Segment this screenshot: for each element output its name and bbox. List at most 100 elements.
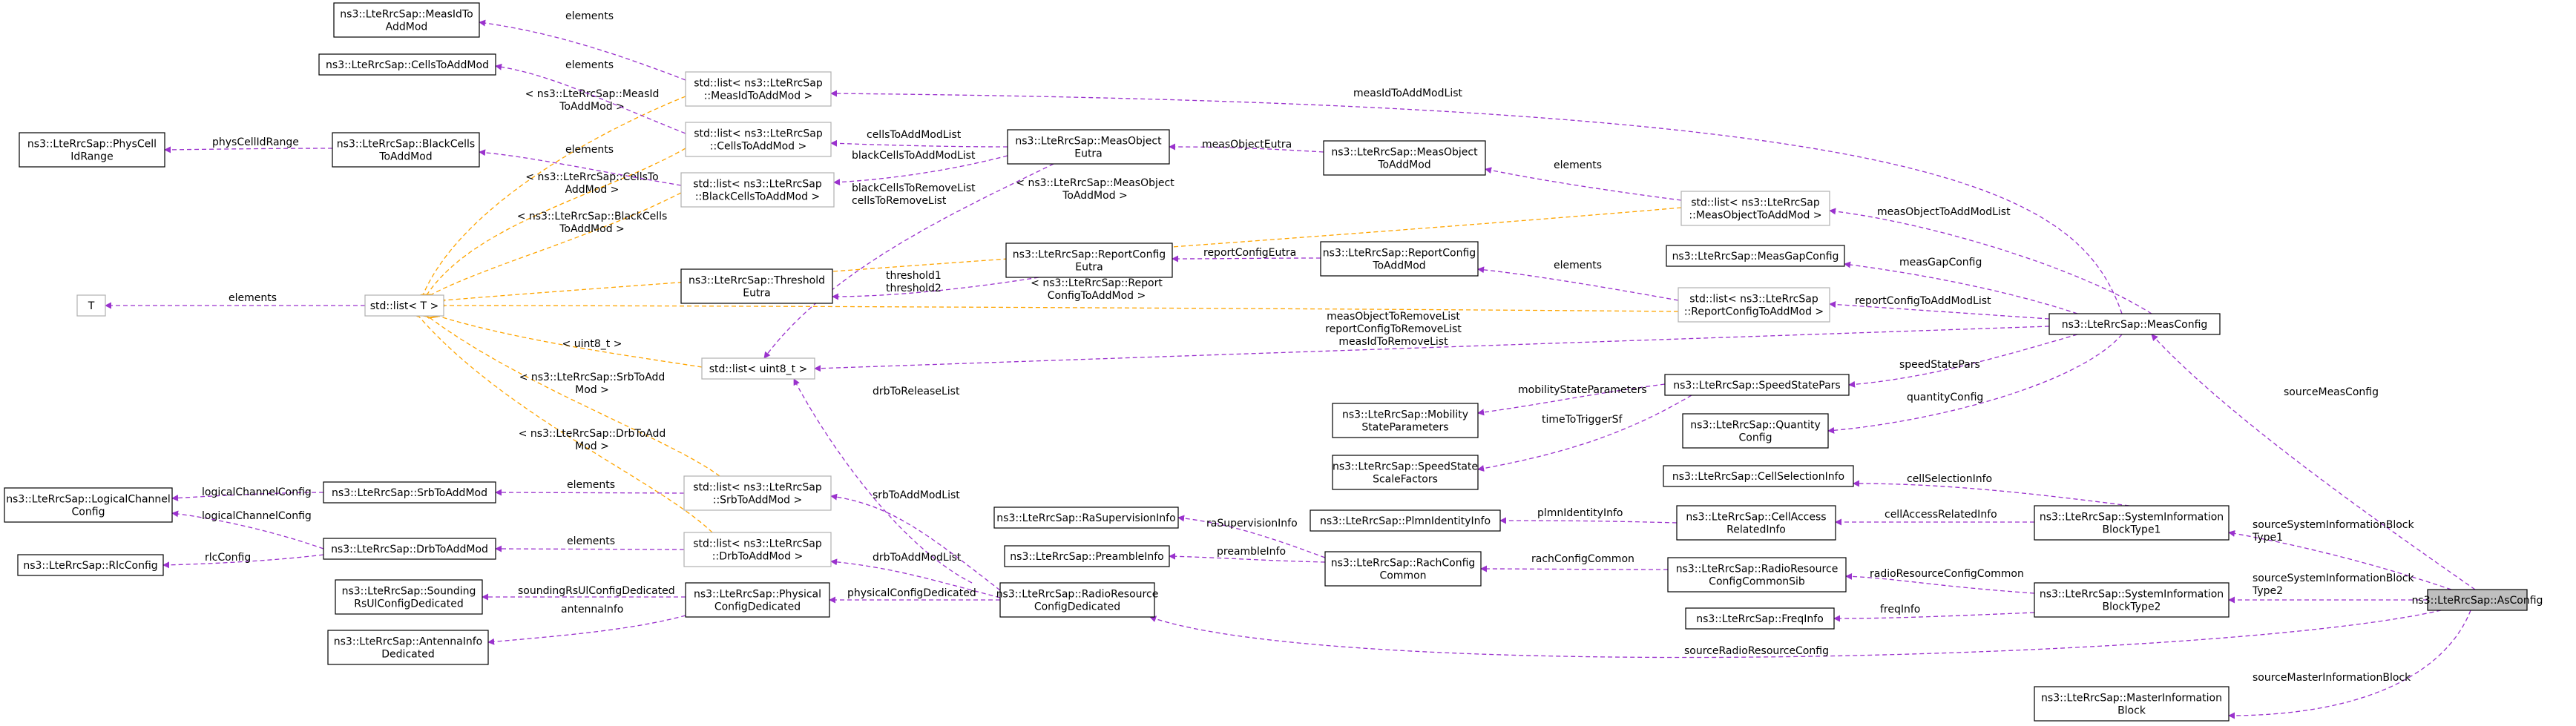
edge-label: speedStatePars	[1899, 359, 1980, 371]
node-box	[685, 122, 832, 157]
node-meas-gap-config[interactable]: ns3::LteRrcSap::MeasGapConfig	[1666, 245, 1845, 267]
edge-line	[833, 155, 1008, 186]
node-list-uint8[interactable]: std::list< uint8_t >	[701, 357, 815, 380]
node-list-t[interactable]: std::list< T >	[364, 294, 444, 317]
node-sounding-rs-ul-config-dedicated[interactable]: ns3::LteRrcSap::SoundingRsUlConfigDedica…	[335, 579, 483, 615]
template-edge-list-drb-to-add-mod: < ns3::LteRrcSap::DrbToAddMod >	[418, 316, 713, 533]
node-label: ns3::LteRrcSap::FreqInfo	[1696, 613, 1824, 625]
edge-label: logicalChannelConfig	[202, 486, 312, 498]
node-meas-config[interactable]: ns3::LteRrcSap::MeasConfig	[2048, 313, 2221, 335]
node-list-drb-to-add-mod[interactable]: std::list< ns3::LteRrcSap::DrbToAddMod >	[683, 532, 832, 567]
node-label: ns3::LteRrcSap::Quantity	[1690, 420, 1821, 432]
node-box	[701, 357, 815, 380]
edge-line	[1169, 143, 1324, 153]
node-label: ToAddMod	[1377, 159, 1430, 171]
node-report-config-to-add-mod[interactable]: ns3::LteRrcSap::ReportConfigToAddMod	[1320, 241, 1479, 277]
template-edge-line	[444, 306, 1679, 312]
node-label: ConfigCommonSib	[1709, 576, 1805, 588]
node-label: ns3::LteRrcSap::CellSelectionInfo	[1672, 471, 1844, 483]
node-ra-supervision-info[interactable]: ns3::LteRrcSap::RaSupervisionInfo	[993, 506, 1179, 529]
node-freq-info[interactable]: ns3::LteRrcSap::FreqInfo	[1685, 607, 1835, 630]
node-list-srb-to-add-mod[interactable]: std::list< ns3::LteRrcSap::SrbToAddMod >	[683, 475, 832, 511]
node-black-cells-to-add-mod[interactable]: ns3::LteRrcSap::BlackCellsToAddMod	[332, 132, 480, 168]
edge-label: cellSelectionInfo	[1907, 473, 1992, 485]
node-label: ns3::LteRrcSap::MeasIdTo	[340, 9, 473, 21]
edge-list-black-cells-to-add-mod-to-black-cells-to-add-mod: elements	[479, 144, 682, 186]
edge-line	[830, 139, 1008, 148]
node-preamble-info[interactable]: ns3::LteRrcSap::PreambleInfo	[1004, 545, 1170, 567]
node-master-information-block[interactable]: ns3::LteRrcSap::MasterInformationBlock	[2034, 686, 2230, 722]
template-edge-label: < ns3::LteRrcSap::DrbToAdd	[519, 428, 666, 440]
node-meas-object-to-add-mod[interactable]: ns3::LteRrcSap::MeasObjectToAddMod	[1323, 140, 1486, 176]
edge-meas-config-to-quantity-config: quantityConfig	[1827, 334, 2123, 434]
node-label: Common	[1379, 570, 1426, 582]
edge-label: sourceSystemInformationBlock	[2253, 572, 2414, 584]
edge-drb-to-add-mod-to-logical-channel-config: logicalChannelConfig	[171, 510, 324, 550]
edge-as-config-to-meas-config: sourceMeasConfig	[2151, 334, 2476, 590]
node-box	[2034, 582, 2230, 618]
node-label: ns3::LteRrcSap::PlmnIdentityInfo	[1320, 515, 1491, 527]
edge-line	[495, 545, 685, 552]
node-list-meas-id-to-add-mod[interactable]: std::list< ns3::LteRrcSap::MeasIdToAddMo…	[685, 71, 832, 107]
node-cell-selection-info[interactable]: ns3::LteRrcSap::CellSelectionInfo	[1663, 465, 1854, 487]
template-edge-line	[430, 192, 682, 295]
node-rlc-config[interactable]: ns3::LteRrcSap::RlcConfig	[17, 554, 164, 576]
node-meas-id-to-add-mod[interactable]: ns3::LteRrcSap::MeasIdToAddMod	[333, 2, 480, 38]
node-box	[685, 71, 832, 107]
edge-line	[830, 90, 2123, 314]
edge-speed-state-pars-to-mobility-state-parameters: mobilityStateParameters	[1477, 383, 1666, 416]
edge-line	[763, 163, 1054, 359]
node-label: ::DrbToAddMod >	[712, 551, 803, 563]
node-as-config[interactable]: ns3::LteRrcSap::AsConfig	[2412, 589, 2543, 611]
node-label: RsUlConfigDedicated	[354, 598, 464, 610]
edge-line	[1853, 480, 2130, 506]
node-radio-resource-config-dedicated[interactable]: ns3::LteRrcSap::RadioResourceConfigDedic…	[996, 582, 1159, 618]
node-label: ns3::LteRrcSap::MeasObject	[1331, 147, 1478, 159]
edge-label: blackCellsToAddModList	[852, 150, 976, 162]
node-label: Config	[72, 506, 105, 518]
node-box	[1005, 242, 1173, 278]
node-sib1[interactable]: ns3::LteRrcSap::SystemInformationBlockTy…	[2034, 505, 2230, 541]
edge-label: radioResourceConfigCommon	[1870, 568, 2024, 580]
node-sib2[interactable]: ns3::LteRrcSap::SystemInformationBlockTy…	[2034, 582, 2230, 618]
node-label: ns3::LteRrcSap::PreambleInfo	[1010, 551, 1163, 563]
node-box	[335, 579, 483, 615]
node-box	[2048, 313, 2221, 335]
node-list-report-config-to-add-mod[interactable]: std::list< ns3::LteRrcSap::ReportConfigT…	[1678, 287, 1830, 323]
edge-meas-config-to-list-uint8: measObjectToRemoveListreportConfigToRemo…	[814, 311, 2050, 372]
edge-list-meas-id-to-add-mod-to-meas-id-to-add-mod: elements	[479, 10, 686, 81]
node-label: Config	[1739, 432, 1772, 444]
node-list-black-cells-to-add-mod[interactable]: std::list< ns3::LteRrcSap::BlackCellsToA…	[680, 172, 835, 208]
node-plmn-identity-info[interactable]: ns3::LteRrcSap::PlmnIdentityInfo	[1310, 509, 1501, 532]
edge-line	[1477, 395, 1692, 472]
template-edge-list-cells-to-add-mod: < ns3::LteRrcSap::CellsToAddMod >	[427, 148, 686, 295]
edge-sib2-to-freq-info: freqInfo	[1833, 604, 2035, 622]
node-layer: ns3::LteRrcSap::AsConfigns3::LteRrcSap::…	[4, 2, 2543, 722]
node-t[interactable]: T	[76, 294, 106, 317]
node-list-cells-to-add-mod[interactable]: std::list< ns3::LteRrcSap::CellsToAddMod…	[685, 122, 832, 157]
node-radio-resource-config-common-sib[interactable]: ns3::LteRrcSap::RadioResourceConfigCommo…	[1667, 557, 1847, 593]
node-label: ns3::LteRrcSap::MeasConfig	[2062, 319, 2208, 331]
node-srb-to-add-mod[interactable]: ns3::LteRrcSap::SrbToAddMod	[323, 481, 496, 504]
node-label: ns3::LteRrcSap::RachConfig	[1331, 558, 1476, 570]
edge-label: measObjectToRemoveList	[1327, 311, 1460, 323]
node-list-meas-object-to-add-mod[interactable]: std::list< ns3::LteRrcSap::MeasObjectToA…	[1680, 191, 1830, 226]
node-speed-state-pars[interactable]: ns3::LteRrcSap::SpeedStatePars	[1664, 374, 1850, 396]
template-edge-label: ToAddMod >	[559, 223, 625, 235]
node-box	[2034, 505, 2230, 541]
edge-label: elements	[567, 479, 615, 491]
node-cells-to-add-mod[interactable]: ns3::LteRrcSap::CellsToAddMod	[318, 53, 496, 76]
node-drb-to-add-mod[interactable]: ns3::LteRrcSap::DrbToAddMod	[323, 538, 496, 560]
